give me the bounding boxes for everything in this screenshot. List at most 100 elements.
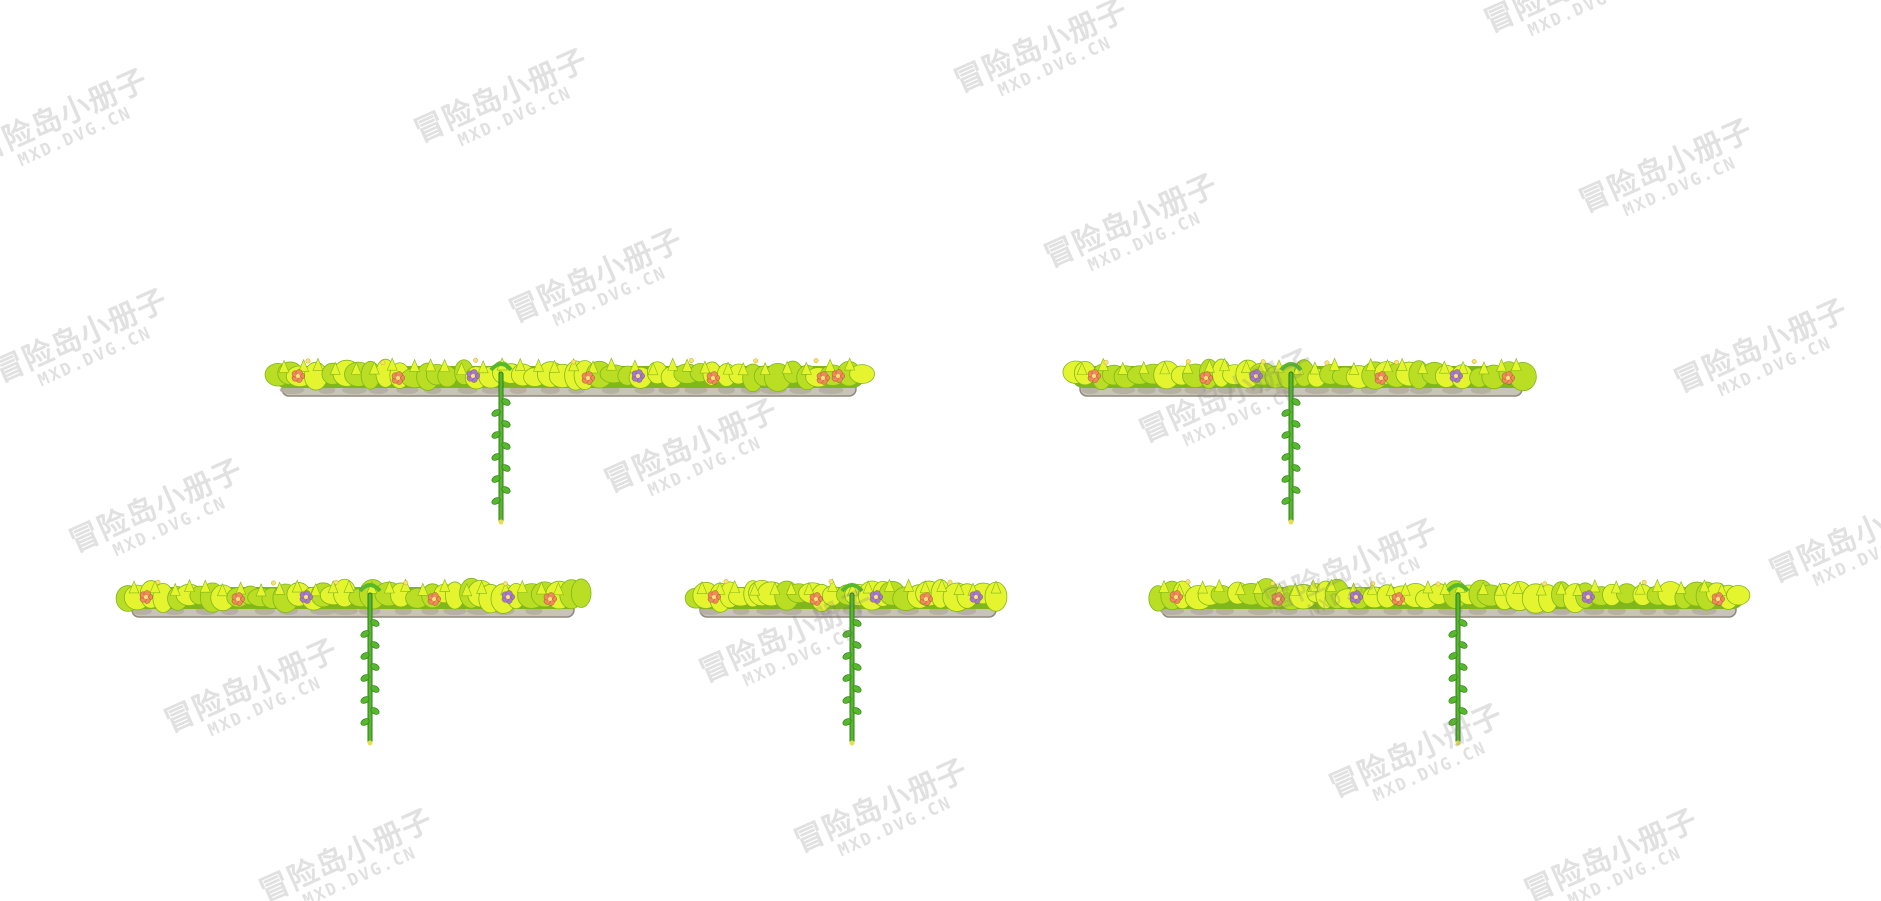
vine-knot <box>1446 583 1470 593</box>
leaf-tip <box>749 582 761 596</box>
flower <box>1581 590 1595 604</box>
flower <box>1501 371 1515 385</box>
bud <box>1103 359 1109 365</box>
leaf-tip <box>781 360 793 374</box>
leaf-tip <box>386 357 398 371</box>
leaf-tip <box>1307 578 1319 592</box>
leaf-tip <box>953 581 965 595</box>
vine-leaf <box>852 685 862 693</box>
leaf-tip <box>919 579 931 594</box>
leaf-tip <box>1512 580 1524 594</box>
vine-leaf <box>491 409 501 417</box>
vine-rope <box>840 583 864 746</box>
vine-leaf <box>370 663 380 671</box>
vine-leaf <box>1281 453 1291 461</box>
flower <box>581 371 595 385</box>
vine-leaf <box>1458 619 1468 627</box>
leaf-tip <box>383 580 395 594</box>
vine-knot <box>1279 362 1303 372</box>
leaf-tip <box>417 582 429 596</box>
vine-rope <box>358 583 382 746</box>
grass-platform-with-rope <box>264 357 875 525</box>
flower <box>919 592 933 606</box>
bud <box>502 581 508 587</box>
leaf-tip <box>552 582 564 596</box>
vine-leaf <box>360 652 370 660</box>
leaf-tip <box>350 361 362 375</box>
vine-leaf <box>1458 707 1468 715</box>
leaf-tip <box>844 357 856 371</box>
vine-leaf <box>1291 486 1301 494</box>
leaf-tip <box>1495 358 1507 372</box>
platform-bottom-left <box>115 573 592 746</box>
bud <box>155 579 161 585</box>
leaf-tip <box>310 583 322 597</box>
leaf-tip <box>587 360 599 374</box>
leaf-tip <box>1076 361 1088 375</box>
flower <box>1087 369 1101 383</box>
vine-leaf <box>491 497 501 505</box>
vine-leaf <box>1448 630 1458 638</box>
bud <box>688 358 694 364</box>
leaf-tip <box>456 361 467 375</box>
foliage-leaves <box>1062 357 1537 392</box>
leaf-tip <box>1399 582 1411 596</box>
bud <box>271 580 276 586</box>
leaf-tip <box>1572 582 1584 596</box>
flower <box>1199 371 1213 385</box>
vine-leaf <box>370 619 380 627</box>
leaf-tip <box>1325 578 1337 592</box>
bud <box>1185 359 1191 364</box>
grass-platform-with-rope <box>115 577 592 746</box>
flower <box>1391 592 1405 606</box>
flower <box>299 590 313 604</box>
bud <box>333 579 339 585</box>
leaf-tip <box>729 579 741 593</box>
leaf-tip <box>533 358 544 372</box>
leaf-tip <box>1365 357 1377 372</box>
vine-knot <box>840 583 864 593</box>
vine-leaf <box>1281 475 1291 483</box>
vine-leaf <box>1458 663 1468 671</box>
bud <box>305 358 311 364</box>
vine-leaf <box>1291 420 1301 428</box>
leaf <box>570 578 592 608</box>
bud <box>1270 581 1276 586</box>
vine-knot <box>489 362 513 372</box>
leaf-tip <box>516 579 528 593</box>
leaf-tip <box>274 581 286 595</box>
leaf-tip <box>696 580 708 594</box>
flower <box>1169 590 1183 604</box>
leaf-tip <box>699 360 711 374</box>
leaf-tip <box>1385 582 1397 596</box>
leaf-tip <box>343 579 355 593</box>
leaf-tip <box>862 580 874 594</box>
leaf-tip <box>216 582 228 597</box>
flower <box>1249 369 1263 383</box>
leaf-tip <box>425 358 437 372</box>
vine-rope <box>489 362 513 525</box>
leaf-tip <box>759 361 771 376</box>
leaf-tip <box>1698 579 1710 593</box>
vine-tip <box>1455 740 1461 746</box>
bud <box>1185 579 1191 585</box>
vine-leaf <box>1448 718 1458 726</box>
vine-leaf <box>852 663 862 671</box>
bud <box>1471 359 1477 364</box>
leaf-tip <box>1366 581 1378 595</box>
vine-leaf <box>501 442 511 450</box>
leaf-tip <box>605 357 617 371</box>
leaf-tip <box>549 359 560 373</box>
leaf-tip <box>1675 580 1687 594</box>
leaf-tip <box>514 357 526 371</box>
leaf-tip <box>1159 361 1171 375</box>
leaf-tip <box>769 581 781 595</box>
bud <box>1370 581 1376 587</box>
leaf-tip <box>1348 361 1360 375</box>
